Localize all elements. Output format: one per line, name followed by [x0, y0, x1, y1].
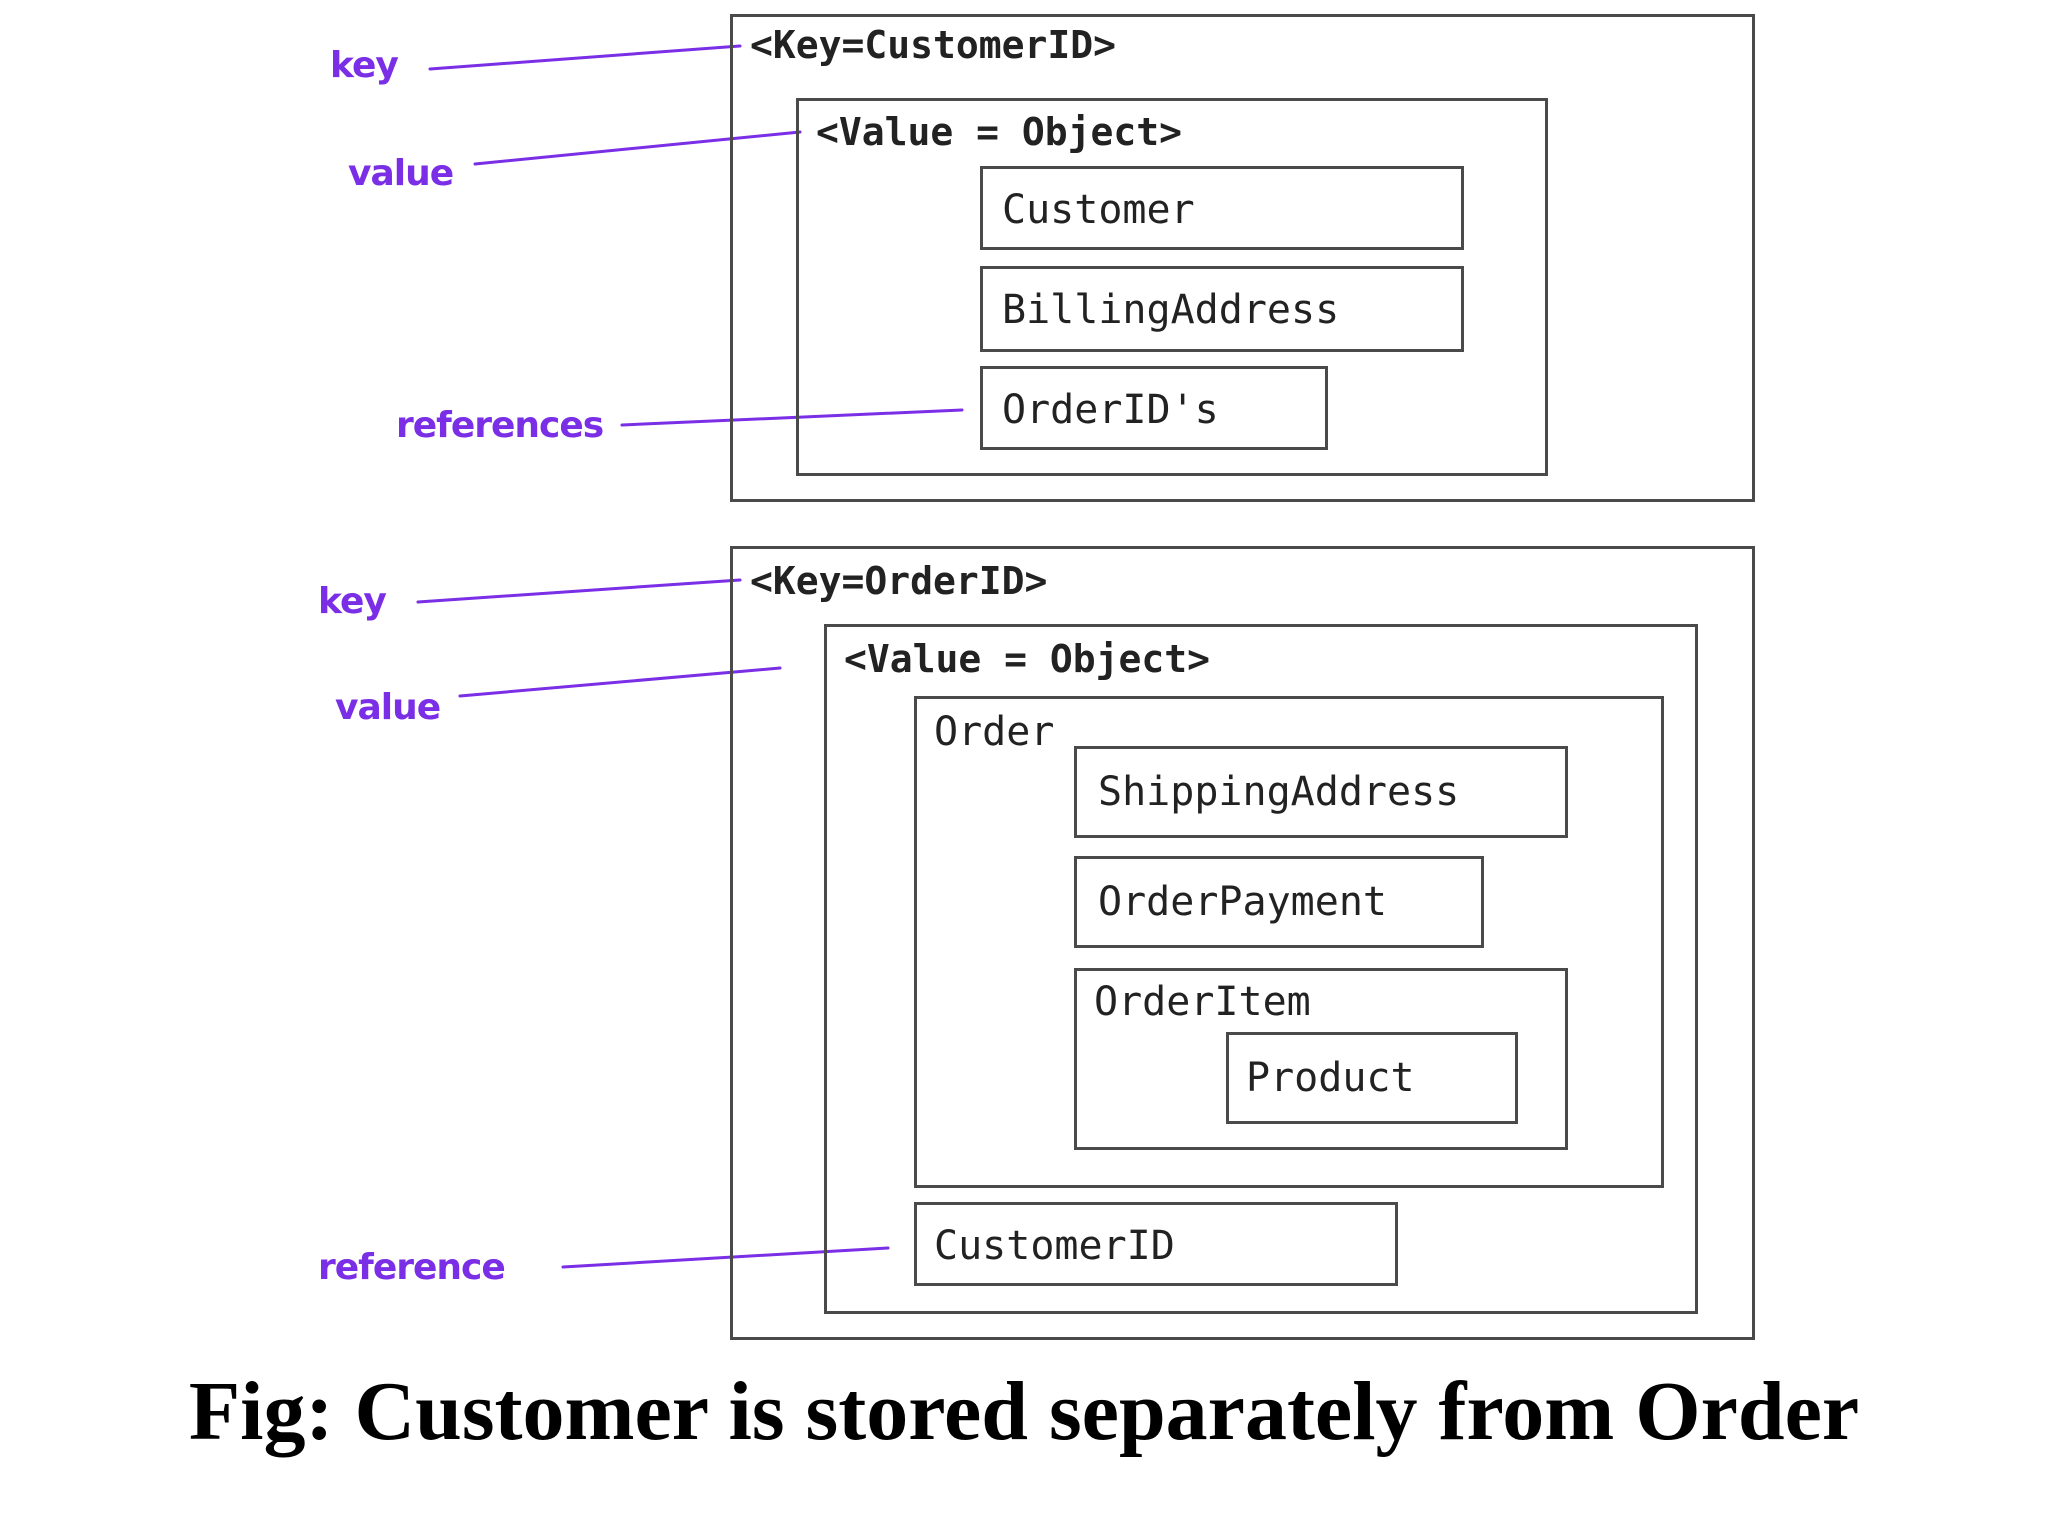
customer-record-box [730, 14, 1755, 502]
order-item-label: OrderItem [1094, 979, 1311, 1025]
annotation-key-bottom: key [318, 581, 387, 622]
product-label: Product [1246, 1055, 1415, 1101]
order-value-label: <Value = Object> [844, 637, 1211, 681]
connector-key-top [428, 44, 742, 71]
customer-item-box [980, 166, 1464, 250]
order-payment-box [1074, 856, 1484, 948]
customer-item-label: Customer [1002, 187, 1195, 233]
order-box [914, 696, 1664, 1188]
annotation-key-top: key [330, 45, 399, 86]
customer-id-label: CustomerID [934, 1223, 1175, 1269]
order-label: Order [934, 709, 1055, 755]
product-box [1226, 1032, 1518, 1124]
order-payment-label: OrderPayment [1098, 879, 1387, 925]
shipping-address-box [1074, 746, 1568, 838]
connector-key-bottom [416, 578, 742, 604]
order-ids-box [980, 366, 1328, 450]
order-key-label: <Key=OrderID> [750, 559, 1048, 603]
customer-id-box [914, 1202, 1398, 1286]
annotation-references: references [396, 405, 604, 446]
billing-address-box [980, 266, 1464, 352]
order-item-box [1074, 968, 1568, 1150]
customer-value-box [796, 98, 1548, 476]
customer-key-label: <Key=CustomerID> [750, 23, 1117, 67]
annotation-value-top: value [348, 153, 454, 194]
shipping-address-label: ShippingAddress [1098, 769, 1460, 815]
annotation-reference: reference [318, 1247, 506, 1288]
figure-caption: Fig: Customer is stored separately from … [188, 1365, 1860, 1458]
order-record-box [730, 546, 1755, 1340]
annotation-value-bottom: value [335, 687, 441, 728]
customer-value-label: <Value = Object> [816, 110, 1183, 154]
order-value-box [824, 624, 1698, 1314]
billing-address-label: BillingAddress [1002, 287, 1340, 333]
order-ids-label: OrderID's [1002, 387, 1219, 433]
